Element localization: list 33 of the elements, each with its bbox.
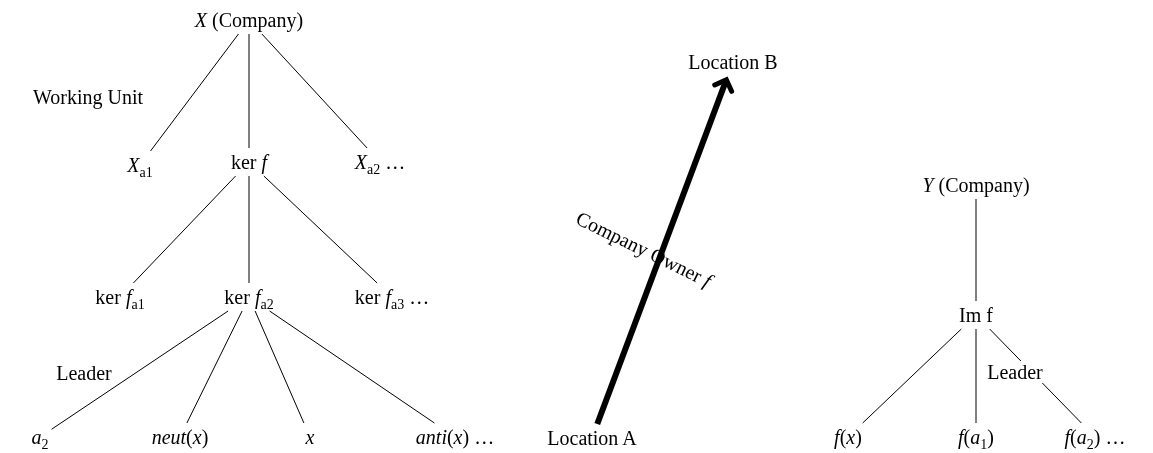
connector-line <box>150 33 239 152</box>
annotation-text: Leader <box>987 361 1043 383</box>
node-label: f(a$_{2}$) … <box>1064 426 1126 448</box>
node-label: X$_{a2}$ … <box>354 151 406 173</box>
node-label: X$_{a1}$ <box>127 154 153 176</box>
connector-line <box>263 175 378 284</box>
connector-line <box>862 328 962 424</box>
node-label: anti(x) … <box>415 426 495 448</box>
node-label: ker f$_{a3}$ … <box>354 286 430 308</box>
node-label: Y (Company) <box>922 174 1030 196</box>
node-label: ker f <box>230 151 268 173</box>
node-label: X (Company) <box>194 9 304 31</box>
connector-line <box>248 33 250 149</box>
node-label: Im f <box>959 304 993 326</box>
connector-line <box>975 198 977 302</box>
node-label: f(x) <box>834 426 862 448</box>
node-label: x <box>305 426 315 448</box>
arrow <box>594 77 735 426</box>
node-label: ker f$_{a1}$ <box>95 286 145 308</box>
node-label: Location B <box>688 51 778 73</box>
node-label: ker f$_{a2}$ <box>224 286 274 308</box>
connector-line <box>254 310 305 424</box>
node-label: neut(x) <box>151 426 209 448</box>
node-label: f(a$_{1}$) <box>958 426 994 448</box>
connector-line <box>975 328 977 424</box>
connector-line <box>269 310 435 424</box>
node-label: Location A <box>547 427 637 449</box>
node-label: a$_{2}$ <box>31 426 49 448</box>
connector-line <box>186 310 243 424</box>
connector-line <box>248 175 250 284</box>
connector-line <box>261 33 368 149</box>
connector-line <box>51 310 229 430</box>
connector-line <box>132 175 237 284</box>
